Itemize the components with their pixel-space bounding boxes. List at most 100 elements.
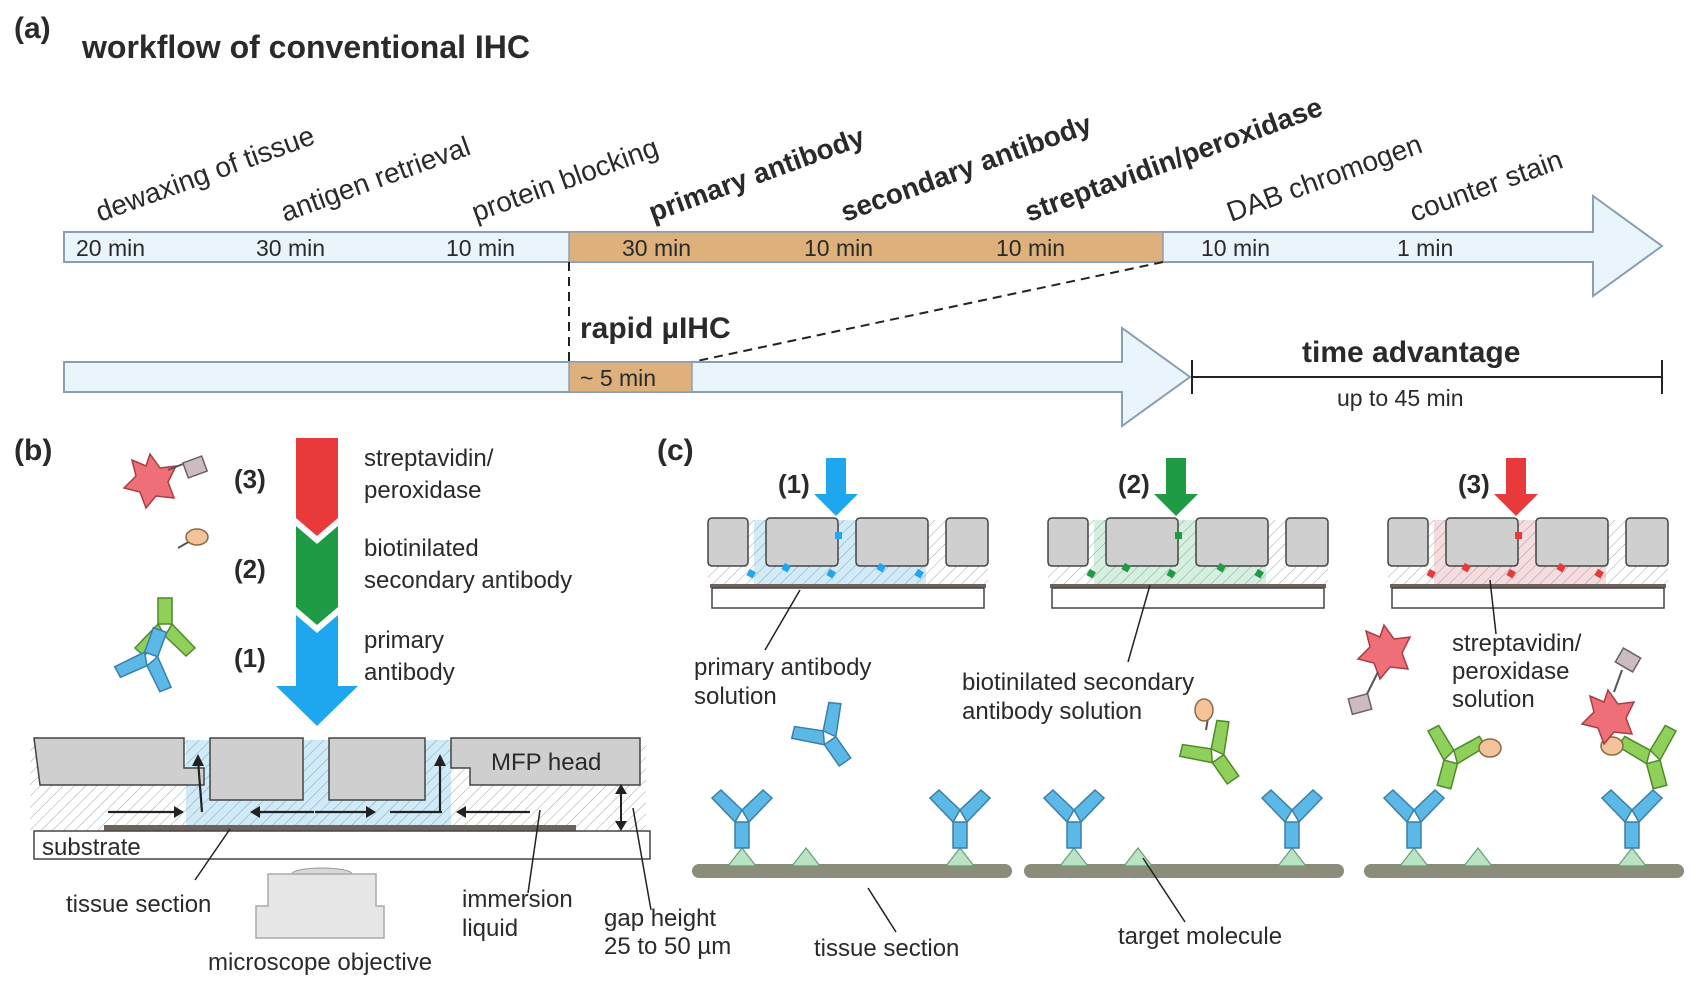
- tissue-section-label: tissue section: [66, 891, 211, 918]
- leader-target: [1142, 857, 1186, 923]
- secondary-solution-1: biotinilated secondary: [962, 669, 1194, 696]
- target-molecule-icon: [1059, 847, 1089, 867]
- mini-reagent-molecule: [826, 568, 836, 579]
- mini-reagent-molecule: [876, 562, 886, 573]
- step-labels: dewaxing of tissue antigen retrieval pro…: [91, 91, 1566, 228]
- secondary-antibody-icon: [134, 597, 196, 657]
- mini-reagent-molecule: [1594, 568, 1604, 579]
- mini-substrate: [1391, 587, 1665, 609]
- panel-c-num-1: (1): [778, 469, 810, 499]
- primary-solution-1: primary antibody: [694, 654, 871, 681]
- mini-head-block: [1047, 517, 1089, 567]
- time-advantage-bracket: [1191, 360, 1663, 394]
- mini-reagent-molecule: [1216, 562, 1226, 573]
- mini-head-block: [1535, 517, 1609, 567]
- peroxidase-complex-icon: [123, 453, 208, 509]
- step-label-primary-antibody: primary antibody: [644, 121, 868, 228]
- mini-head-block: [1105, 517, 1179, 567]
- panel-b-label: (b): [14, 434, 52, 467]
- bound-enzyme-icon: [1581, 689, 1635, 745]
- leader-tissue-c: [867, 887, 897, 933]
- mini-head-block: [1445, 517, 1519, 567]
- step-time: 10 min: [446, 235, 515, 261]
- step-time: 30 min: [256, 235, 325, 261]
- time-advantage-value: up to 45 min: [1337, 385, 1464, 411]
- mini-reagent-molecule: [1426, 568, 1436, 579]
- free-enzyme-icon: [1357, 624, 1411, 680]
- strep-solution-1: streptavidin/: [1452, 630, 1582, 657]
- step-time: 30 min: [622, 235, 691, 261]
- mini-device-1: [707, 458, 989, 609]
- mini-reagent-molecule: [914, 568, 924, 579]
- leader-strep-solution: [1489, 579, 1497, 635]
- mini-substrate: [711, 587, 985, 609]
- mini-head-block: [1625, 517, 1669, 567]
- mini-head-block: [855, 517, 929, 567]
- mini-head-block: [765, 517, 839, 567]
- target-molecule-icon: [727, 847, 757, 867]
- primary-solution-2: solution: [694, 683, 777, 710]
- reagent-num-3: (3): [234, 464, 266, 494]
- immersion-label-2: liquid: [462, 915, 518, 942]
- mini-head-block: [1195, 517, 1269, 567]
- step-time: 10 min: [1201, 235, 1270, 261]
- mini-reagent-molecule: [1254, 568, 1264, 579]
- mini-reagent-molecule: [1506, 568, 1516, 579]
- bound-enzyme-link-icon: [1614, 647, 1642, 673]
- panel-c-tissue-label: tissue section: [814, 935, 959, 962]
- step-time: 1 min: [1397, 235, 1453, 261]
- target-molecule-icon: [1617, 847, 1647, 867]
- mini-reagent-molecule: [1121, 562, 1131, 573]
- free-enzyme-link-icon: [1347, 692, 1373, 716]
- reagent-2-line1: biotinilated: [364, 535, 479, 562]
- bound-antibodies: [711, 647, 1690, 867]
- mini-reagent-molecule: [1515, 532, 1522, 539]
- strep-solution-3: solution: [1452, 686, 1535, 713]
- reagent-arrow-icon: [814, 458, 858, 516]
- mini-tissue-line: [710, 584, 986, 588]
- leader-gap: [632, 807, 652, 911]
- antibody-steps-segment: [568, 231, 1164, 263]
- mfp-cross-section: [30, 737, 651, 860]
- free-primary-antibody-icon: [786, 696, 871, 780]
- reagent-arrow-blue: [276, 615, 358, 726]
- reagent-1-line1: primary: [364, 627, 444, 654]
- reagent-arrow-icon: [1494, 458, 1538, 516]
- reagent-arrow-green: [296, 526, 338, 625]
- primary-antibody-icon: [1261, 789, 1323, 849]
- target-molecule-icon: [791, 847, 821, 867]
- gap-label-2: 25 to 50 µm: [604, 933, 731, 960]
- leader-immersion: [527, 809, 541, 894]
- reagent-num-1: (1): [234, 643, 266, 673]
- mini-substrate: [1051, 587, 1325, 609]
- panel-c-label: (c): [657, 434, 694, 467]
- free-biotin-icon: [1194, 698, 1214, 731]
- mini-reagent-molecule: [1086, 568, 1096, 579]
- rapid-uihc-title: rapid µIHC: [580, 312, 731, 345]
- step-time: 10 min: [804, 235, 873, 261]
- rapid-time: ~ 5 min: [580, 365, 656, 391]
- mini-reagent-molecule: [1461, 562, 1471, 573]
- target-molecule-icon: [945, 847, 975, 867]
- mini-reagent-molecule: [1166, 568, 1176, 579]
- target-molecule-icon: [1399, 847, 1429, 867]
- reagent-2-line2: secondary antibody: [364, 567, 572, 594]
- panel-a-title: workflow of conventional IHC: [81, 29, 530, 65]
- mini-reagent-molecule: [835, 532, 842, 539]
- mini-reagent-molecule: [746, 568, 756, 579]
- panel-a-label: (a): [14, 12, 51, 45]
- reagent-arrow-red: [296, 438, 338, 536]
- target-molecule-label: target molecule: [1118, 923, 1282, 950]
- mini-device-3: [1387, 458, 1669, 609]
- mini-head-block: [707, 517, 749, 567]
- target-molecule-icon: [1123, 847, 1153, 867]
- substrate-label: substrate: [42, 834, 141, 861]
- objective-label: microscope objective: [208, 949, 432, 976]
- leader-secondary-solution: [1127, 584, 1151, 663]
- reagent-num-2: (2): [234, 554, 266, 584]
- step-label-counter-stain: counter stain: [1405, 144, 1566, 228]
- panel-c-num-3: (3): [1458, 469, 1490, 499]
- mini-device-2: [1047, 458, 1329, 609]
- rapid-step-segment: [568, 361, 693, 393]
